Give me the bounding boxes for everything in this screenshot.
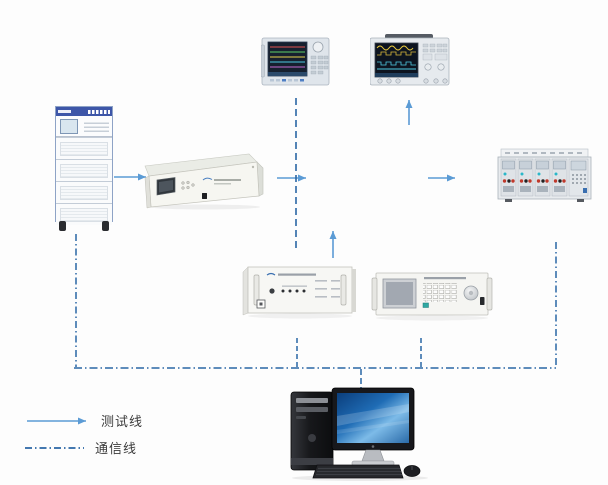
bench-handle-right (486, 277, 493, 311)
oscilloscope-screen (374, 42, 419, 78)
rack-cabinet (55, 106, 113, 231)
oscilloscope-knob (424, 63, 432, 71)
scu-indicator-buttons (281, 289, 306, 293)
source-power-switch (202, 193, 207, 199)
source-logo (202, 177, 213, 181)
computer-tower (290, 391, 334, 471)
legend-comm-line-label: 通信线 (95, 441, 138, 456)
analyzer-screen (267, 41, 308, 77)
monitor-stand (361, 449, 385, 462)
rack-caster (59, 221, 66, 231)
rack-module (56, 203, 112, 225)
rack-caster (102, 221, 109, 231)
analyzer-traces (270, 46, 305, 68)
rack-module (56, 137, 112, 159)
oscilloscope (369, 34, 450, 92)
legend-test-line: 测试线 (26, 411, 143, 430)
rack-header-indicators (88, 109, 110, 114)
monitor-screen (337, 393, 409, 443)
source-screw (251, 165, 255, 169)
rack-display (60, 119, 78, 134)
oscilloscope-knob (437, 63, 445, 71)
load-foot (505, 199, 512, 202)
scu-power-button-inner (259, 302, 263, 306)
comm-line-sample (25, 446, 84, 449)
analyzer-handle (260, 44, 265, 78)
rack-module (56, 181, 112, 203)
bench-enter-key (422, 302, 429, 308)
scu-title-text (278, 273, 316, 276)
bench-instrument (371, 270, 493, 326)
analyzer-buttons (310, 55, 329, 75)
system-control-unit (241, 262, 359, 325)
computer-mouse (403, 465, 421, 477)
bench-title-text (424, 277, 466, 280)
oscilloscope-waveforms (376, 45, 416, 70)
power-analyzer (260, 36, 331, 94)
bench-knob-center (468, 290, 474, 296)
legend-comm-line: 通信线 (24, 438, 137, 457)
load-modules (500, 158, 568, 197)
rackmount-source (141, 150, 267, 215)
scu-knob (269, 288, 275, 294)
test-line-sample (27, 417, 86, 424)
oscilloscope-status-bar (375, 73, 418, 77)
analyzer-bottom-keys (270, 79, 304, 82)
desktop-computer (286, 386, 434, 485)
rack-header-panel (56, 107, 112, 116)
oscilloscope-bnc-connectors (377, 78, 448, 84)
tower-logo (308, 434, 316, 442)
analyzer-status-bar (268, 72, 307, 76)
scu-logo (266, 272, 276, 276)
rack-control-module (56, 116, 112, 137)
computer-monitor (331, 387, 415, 467)
source-buttons (181, 180, 195, 190)
bench-power-switch (480, 297, 485, 305)
scu-label-row (282, 285, 307, 287)
source-sublabel-text (214, 183, 231, 185)
rack-buttons (84, 120, 109, 132)
bench-keypad (423, 283, 457, 302)
rack-logo (58, 110, 71, 113)
load-control-section (568, 158, 589, 197)
bench-display-screen (386, 282, 413, 305)
electronic-load (497, 148, 593, 213)
scu-handle-right (340, 274, 347, 306)
legend-test-line-label: 测试线 (101, 414, 144, 429)
load-foot (577, 199, 584, 202)
scu-handle-left (253, 274, 260, 306)
oscilloscope-buttons (422, 43, 448, 61)
tower-drive-bay (296, 398, 328, 403)
computer-keyboard (312, 464, 404, 479)
bench-handle-left (371, 277, 378, 311)
source-rack-ear (144, 175, 152, 209)
scu-rack-ear (352, 269, 356, 312)
analyzer-knob (312, 41, 324, 53)
monitor-logo (371, 445, 375, 448)
source-display-inner (159, 180, 173, 193)
scu-right-labels (315, 280, 340, 298)
rack-module (56, 159, 112, 181)
scu-side-face (242, 266, 249, 316)
source-label-text (214, 179, 241, 181)
tower-drive-bay (296, 407, 328, 412)
